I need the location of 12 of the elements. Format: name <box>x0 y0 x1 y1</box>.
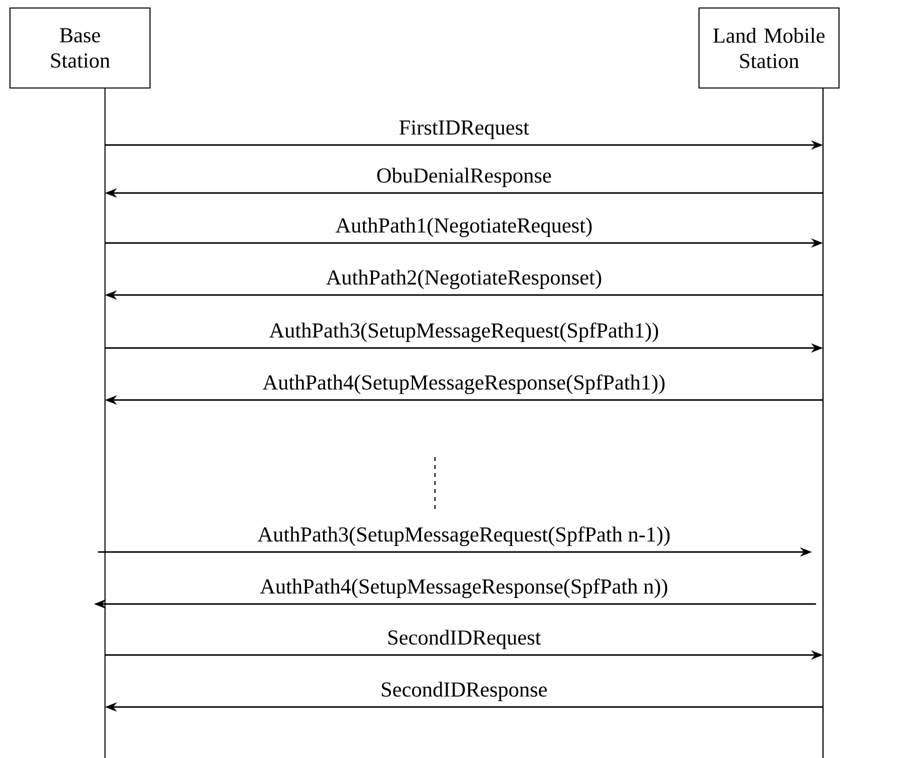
edge-label: SecondIDRequest <box>384 627 544 652</box>
edge-label: FirstIDRequest <box>396 118 532 142</box>
edge-label: SecondIDResponse <box>378 679 550 704</box>
edge-label: AuthPath2(NegotiateResponset) <box>323 267 605 292</box>
station-box: Land Mobile Station <box>698 7 840 89</box>
edge-label: AuthPath3(SetupMessageRequest(SpfPath n-1)) <box>254 524 674 549</box>
edge-label: AuthPath3(SetupMessageRequest(SpfPath1)) <box>266 320 662 345</box>
edge-label: AuthPath4(SetupMessageResponse(SpfPath n)) <box>257 576 671 601</box>
edge-label: AuthPath4(SetupMessageResponse(SpfPath1)) <box>260 372 668 397</box>
edge-label: AuthPath1(NegotiateRequest) <box>332 215 596 240</box>
station-box: Base Station <box>9 7 151 89</box>
edge-label: ObuDenialResponse <box>374 165 554 190</box>
